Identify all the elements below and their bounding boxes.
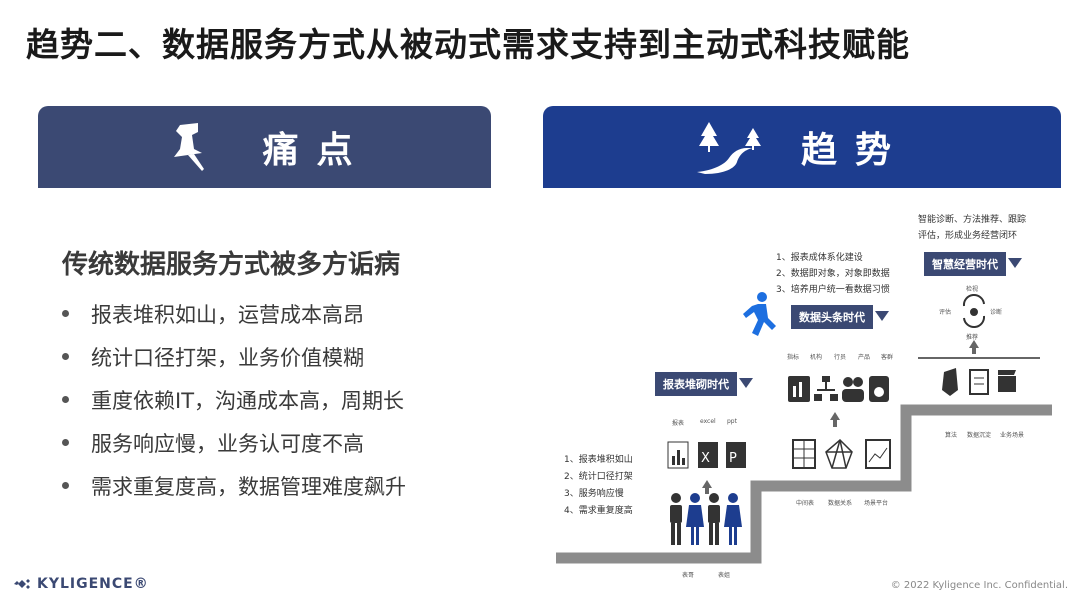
bullet-dot [62,310,69,317]
era1-icon-label: ppt [727,418,737,425]
era2-bottom-label: 数据关系 [828,500,853,507]
era2-top-label: 机构 [810,354,823,361]
org-chart-icon [814,376,838,401]
era1-item: 1、报表堆积如山 [564,455,633,465]
pain-item: 重度依赖IT，沟通成本高，周期长 [62,378,406,421]
pain-item-text: 重度依赖IT，沟通成本高，周期长 [91,388,405,413]
era2-top-label: 行员 [834,354,847,361]
era2-bottom-label: 场景平台 [864,500,889,507]
era-tag-smart: 智慧经营时代 [924,252,1022,276]
bar-chart-icon [788,376,810,402]
network-graph-icon [825,438,853,469]
era1-icon-label: 报表 [672,420,685,427]
cycle-label-bottom: 推荐 [966,334,979,341]
pain-item: 需求重复度高，数据管理难度飙升 [62,464,406,507]
pain-header-panel: 痛点 [38,106,491,188]
people-group-icon [670,493,742,545]
ppt-file-icon: P [726,442,746,468]
confidential-footer: © 2022 Kyligence Inc. Confidential. [890,580,1068,591]
era-tag-report: 报表堆砌时代 [655,372,753,396]
cycle-label-top: 检视 [966,286,979,293]
pain-item: 服务响应慢，业务认可度不高 [62,421,406,464]
era1-item: 4、需求重复度高 [564,506,633,516]
era3-bottom-label: 业务场景 [1000,432,1025,439]
era3-up-arrow [969,340,979,354]
era-tag-headline: 数据头条时代 [791,305,889,329]
pain-heading: 传统数据服务方式被多方诟病 [62,250,401,280]
era1-up-arrow [702,480,712,494]
kyligence-logo: KYLIGENCE® [14,576,149,592]
pain-item-text: 需求重复度高，数据管理难度飙升 [91,474,406,499]
era2-item: 3、培养用户统一看数据习惯 [776,285,890,295]
slide-title: 趋势二、数据服务方式从被动式需求支持到主动式科技赋能 [26,25,910,64]
winding-road-trees-icon [696,122,761,174]
logo-text: KYLIGENCE® [37,576,149,592]
svg-text:X: X [701,451,710,466]
era2-top-label: 客群 [881,354,894,361]
pain-list: 报表堆积如山，运营成本高昂 统计口径打架，业务价值模糊 重度依赖IT，沟通成本高… [62,292,406,507]
pain-item-text: 统计口径打架，业务价值模糊 [91,345,364,370]
era1-item: 2、统计口径打架 [564,472,633,482]
kyligence-logo-icon [14,579,30,589]
users-icon [842,377,864,402]
bullet-dot [62,482,69,489]
bullet-dot [62,396,69,403]
pain-header-label: 痛点 [262,130,371,171]
era3-bottom-label: 数据沉淀 [967,432,992,439]
era2-up-arrow [830,412,840,427]
cycle-arrows-icon [962,294,986,328]
running-person-icon [743,292,776,336]
product-box-icon [869,376,889,402]
era1-icon-label: excel [700,418,716,425]
era1-item: 3、服务响应慢 [564,489,624,499]
era2-item: 2、数据即对象，对象即数据 [776,269,890,279]
brain-algorithm-icon [942,368,958,396]
pain-item-text: 服务响应慢，业务认可度不高 [91,431,364,456]
era2-top-label: 产品 [858,354,871,361]
cycle-label-left: 评估 [939,309,952,316]
trend-header-label: 趋势 [800,130,909,171]
cycle-label-right: 诊断 [990,309,1003,316]
pain-item: 报表堆积如山，运营成本高昂 [62,292,406,335]
bullet-dot [62,439,69,446]
era3-item: 智能诊断、方法推荐、跟踪 [918,215,1027,225]
dashboard-platform-icon [865,439,891,469]
era3-bottom-label: 算法 [945,432,958,439]
era2-item: 1、报表成体系化建设 [776,253,863,263]
stairs-line [556,404,1052,564]
era3-item: 评估，形成业务经营闭环 [918,231,1018,241]
pain-item-text: 报表堆积如山，运营成本高昂 [91,302,364,327]
svg-text:P: P [729,451,737,466]
data-sediment-icon [969,369,989,395]
trend-header-panel: 趋势 [543,106,1061,188]
era1-people-label: 表哥 [682,572,695,579]
era2-bottom-label: 中间表 [796,500,815,507]
bullet-dot [62,353,69,360]
pushpin-icon [174,123,205,171]
report-chart-icon [667,441,689,469]
table-grid-icon [792,439,816,469]
pain-item: 统计口径打架，业务价值模糊 [62,335,406,378]
era1-people-label: 表姐 [718,572,731,579]
excel-file-icon: X [698,442,718,468]
era2-top-label: 指标 [787,354,800,361]
scene-clapper-icon [998,370,1016,392]
